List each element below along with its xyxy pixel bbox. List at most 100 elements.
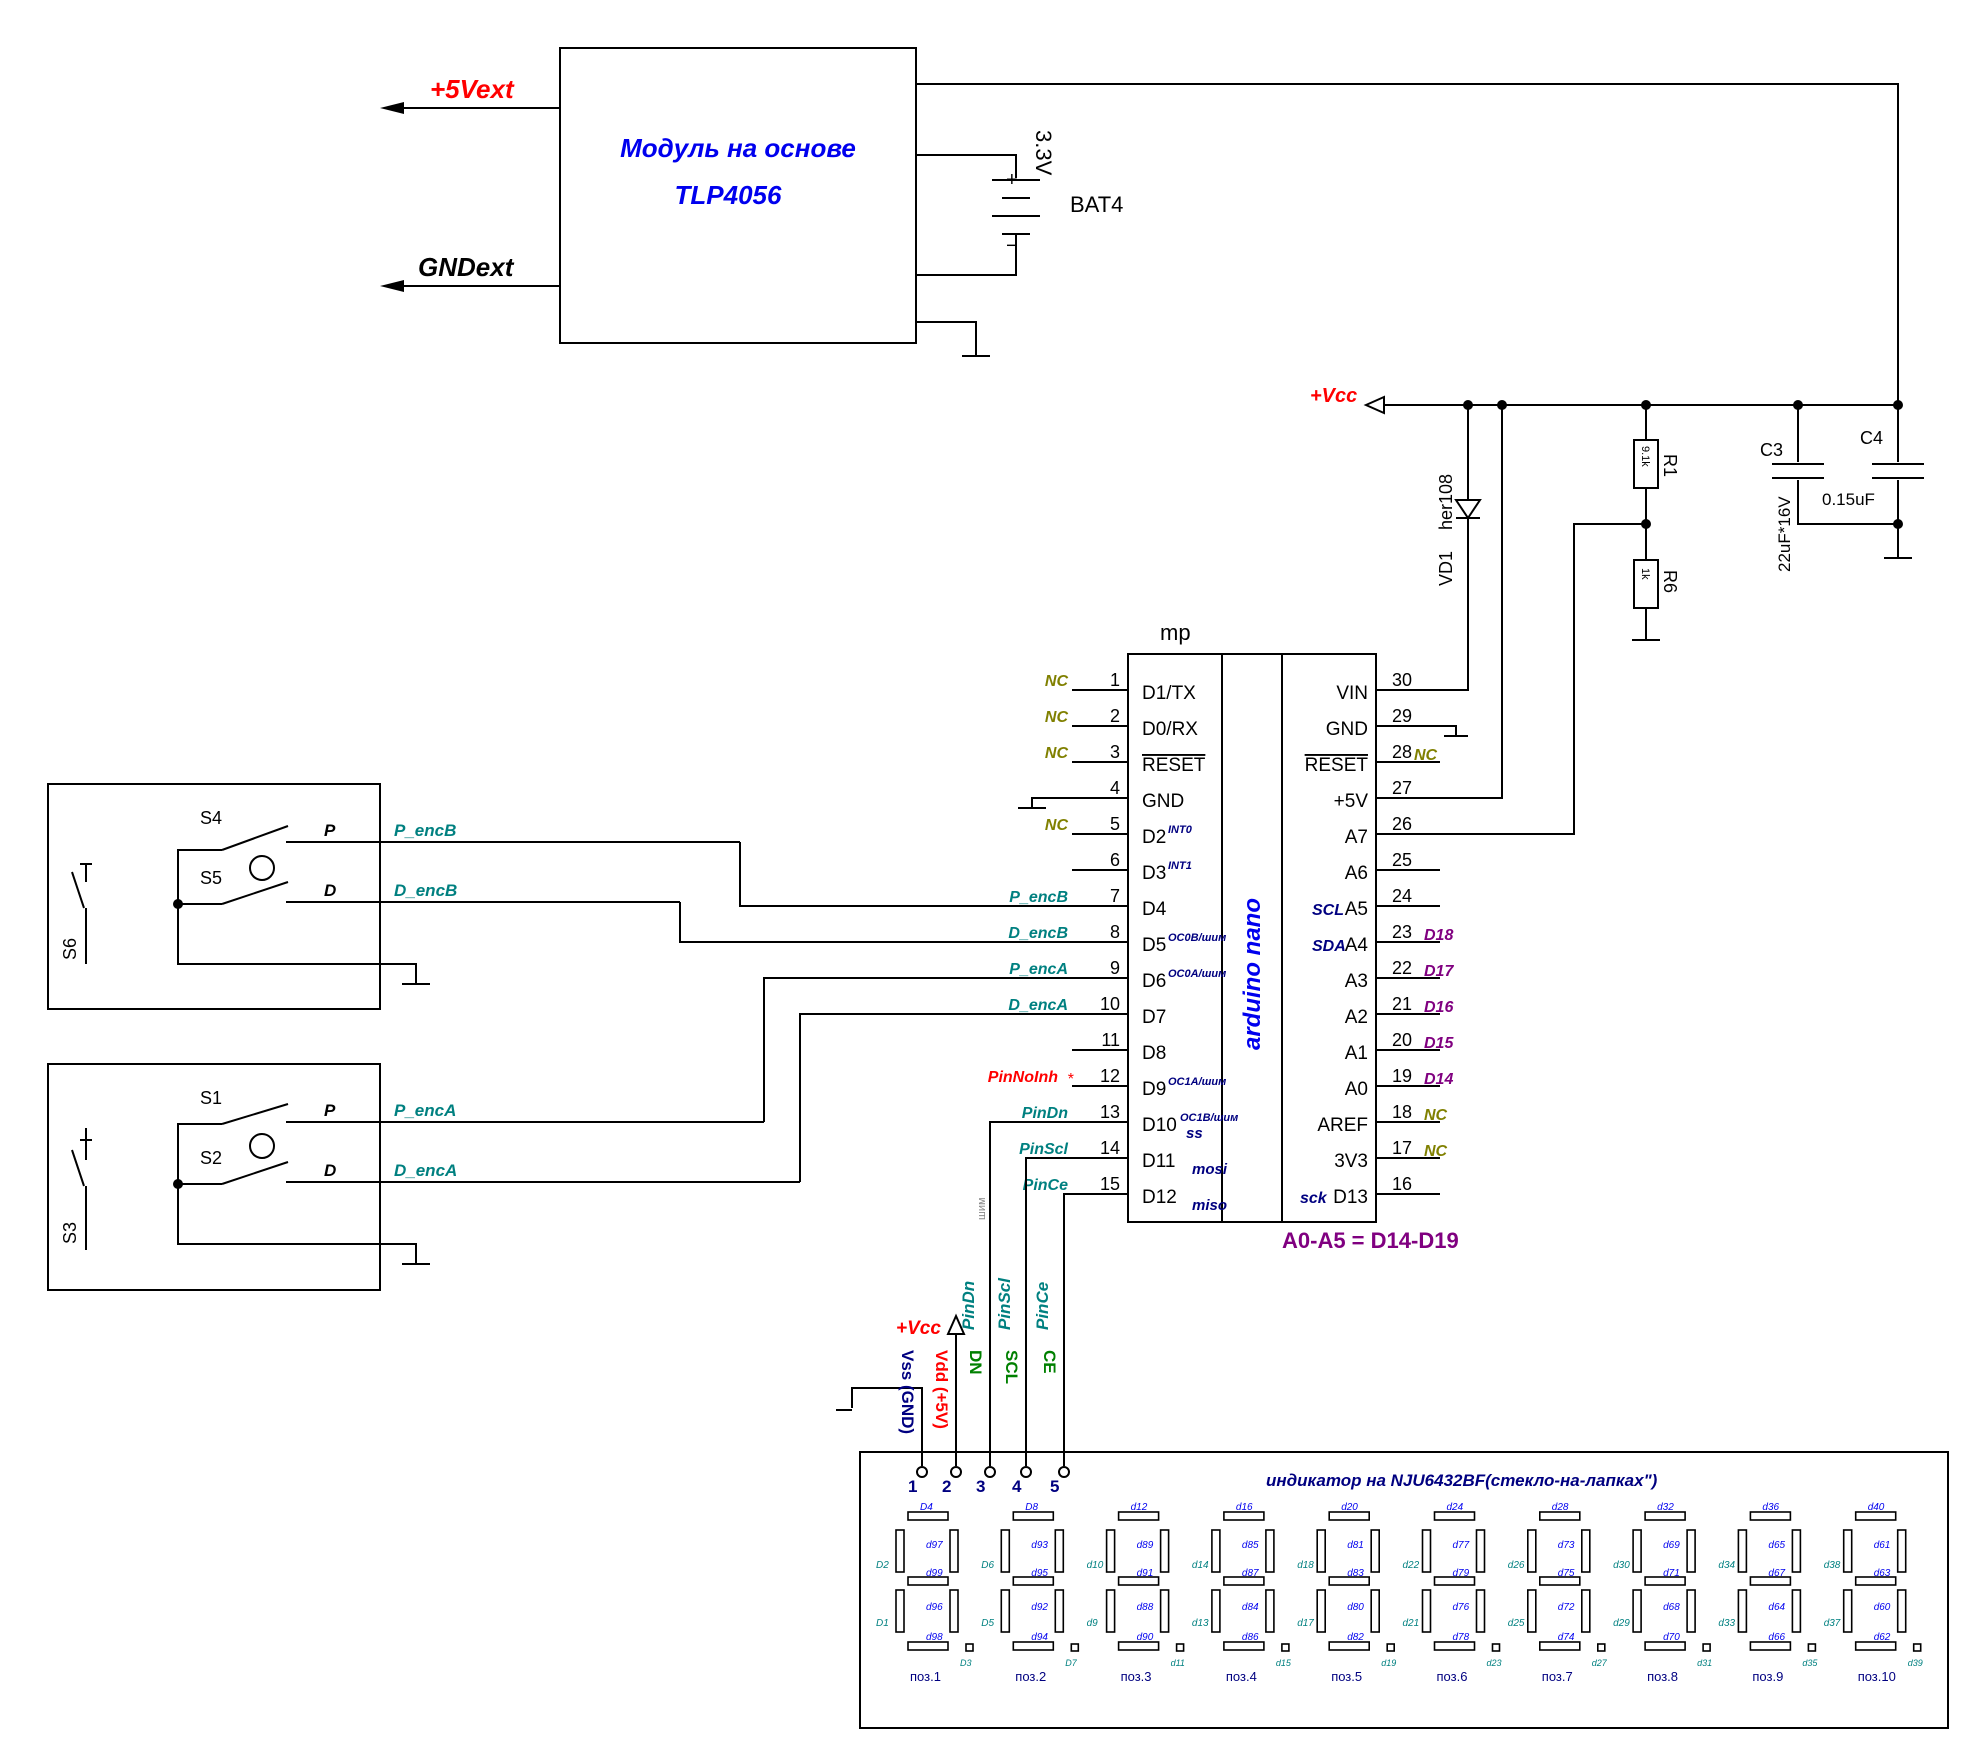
encoder-a-sd: S2 <box>200 1148 222 1168</box>
segment-d <box>1223 1641 1265 1651</box>
mcu-pin-number: 8 <box>1110 922 1120 942</box>
mcu-pin-name: D2 <box>1142 827 1166 848</box>
digit-position-label: поз.8 <box>1647 1669 1678 1684</box>
mcu-pin-number: 4 <box>1110 778 1120 798</box>
display-pin-icon <box>984 1466 996 1478</box>
segment-label-br: d96 <box>926 1602 943 1613</box>
segment-label-tr: d81 <box>1347 1540 1364 1551</box>
supply-section: +Vcc VD1 her108 9.1k 1k R1 R6 <box>1310 385 1924 835</box>
segment-g <box>1223 1576 1265 1586</box>
display-pin-number: 1 <box>908 1477 917 1496</box>
mcu-pin-name: RESET <box>1305 755 1369 776</box>
mcu-pin-name: GND <box>1142 791 1184 812</box>
display-pin-number: 3 <box>976 1477 985 1496</box>
segment-label-dp: d11 <box>1171 1658 1185 1668</box>
digit-position-label: поз.6 <box>1437 1669 1468 1684</box>
arrow-left-icon <box>380 280 404 292</box>
encoder-a-net-p: P_encA <box>394 1101 456 1120</box>
segment-c <box>1686 1589 1696 1633</box>
mcu-pin-name: GND <box>1326 719 1368 740</box>
segment-b <box>1686 1529 1696 1573</box>
segment-c <box>949 1589 959 1633</box>
display-pin-label: Vdd (+5V) <box>932 1350 951 1429</box>
segment-label-bot: d70 <box>1663 1632 1680 1643</box>
segment-g <box>1433 1576 1476 1586</box>
segment-f <box>1421 1529 1432 1573</box>
c3-value: 22uF*16V <box>1775 496 1794 572</box>
encoder-b-sbtn: S6 <box>60 938 80 960</box>
segment-a <box>1539 1511 1581 1521</box>
mcu-pin-name: A4 <box>1345 935 1369 956</box>
mcu-pin-bus: SDA <box>1312 938 1346 955</box>
segment-e <box>1527 1589 1537 1633</box>
segment-f <box>1842 1529 1853 1573</box>
encoder-a-d-label: D <box>324 1161 336 1180</box>
segment-label-tr: d69 <box>1663 1540 1680 1551</box>
segment-label-ll: d29 <box>1613 1618 1630 1629</box>
mcu-pin-number: 16 <box>1392 1174 1412 1194</box>
segment-d <box>907 1641 949 1651</box>
segment-d <box>1854 1641 1897 1651</box>
encoder-b-net-d: D_encB <box>394 881 457 900</box>
segment-label-br: d76 <box>1453 1602 1470 1613</box>
mcu-pin-name: D4 <box>1142 899 1167 920</box>
segment-e <box>1421 1589 1432 1633</box>
segment-label-top: D4 <box>920 1502 933 1513</box>
segment-d <box>1433 1641 1476 1651</box>
power-module: Модуль на основе TLP4056 +5Vext GNDext +… <box>380 47 1899 405</box>
segment-label-dp: D7 <box>1065 1658 1077 1668</box>
r1-ref: R1 <box>1660 454 1680 477</box>
segment-e <box>1737 1589 1748 1633</box>
segment-f <box>1632 1529 1642 1573</box>
segment-label-bot: d90 <box>1137 1632 1154 1643</box>
display-pin-label: CE <box>1040 1350 1059 1374</box>
display-pin-label: DN <box>966 1350 985 1375</box>
segment-g <box>1539 1576 1581 1586</box>
encoder-a-sp: S1 <box>200 1088 222 1108</box>
mcu-pin-name: D3 <box>1142 863 1166 884</box>
mcu-pin-bus: SCL <box>1312 902 1344 919</box>
digit-position-label: поз.2 <box>1015 1669 1046 1684</box>
segment-d <box>1117 1641 1160 1651</box>
mcu-pin-net: NC <box>1045 817 1069 834</box>
mcu-pin-name: D7 <box>1142 1007 1166 1028</box>
mcu-pin-number: 3 <box>1110 742 1120 762</box>
segment-label-ul: d30 <box>1613 1560 1630 1571</box>
mcu-body <box>1127 653 1377 1223</box>
segment-g <box>1644 1576 1686 1586</box>
mcu-name: arduino nano <box>1239 898 1266 1050</box>
segment-label-top: d32 <box>1657 1502 1674 1513</box>
mcu-pin-number: 24 <box>1392 886 1412 906</box>
mcu-pin-net: D16 <box>1424 999 1453 1016</box>
analog-note: A0-A5 = D14-D19 <box>1282 1228 1459 1253</box>
encoder-a-p-label: P <box>324 1101 336 1120</box>
c4-ref: C4 <box>1860 428 1883 448</box>
display-pin-number: 5 <box>1050 1477 1059 1496</box>
segment-label-top: d12 <box>1131 1502 1148 1513</box>
segment-label-tr: d97 <box>926 1540 943 1551</box>
power-module-title-2: TLP4056 <box>675 180 782 210</box>
segment-a <box>1854 1511 1897 1521</box>
switch-icon <box>71 863 92 964</box>
mcu-pin-net: NC <box>1045 673 1069 690</box>
digit-position-label: поз.5 <box>1331 1669 1362 1684</box>
segment-dp <box>1597 1643 1606 1652</box>
segment-c <box>1159 1589 1170 1633</box>
segment-d <box>1328 1641 1370 1651</box>
segment-a <box>1223 1511 1265 1521</box>
segment-label-top: d20 <box>1341 1502 1358 1513</box>
switch-icon <box>221 825 289 851</box>
segment-label-ul: D6 <box>981 1560 994 1571</box>
mcu-pin-name: D8 <box>1142 1043 1166 1064</box>
digit-position-label: поз.10 <box>1858 1669 1896 1684</box>
mcu-pin-function: OC0A/шим <box>1168 968 1226 980</box>
mcu-pin-net: D14 <box>1424 1071 1453 1088</box>
mcu-pin-name: A2 <box>1345 1007 1368 1028</box>
mcu-pin-number: 28 <box>1392 742 1412 762</box>
mcu-pin-name: +5V <box>1334 791 1369 812</box>
segment-label-mid: d75 <box>1558 1568 1575 1579</box>
mcu-pin-note: * <box>1068 1071 1074 1088</box>
mcu-pin-name: D10 <box>1142 1115 1177 1136</box>
